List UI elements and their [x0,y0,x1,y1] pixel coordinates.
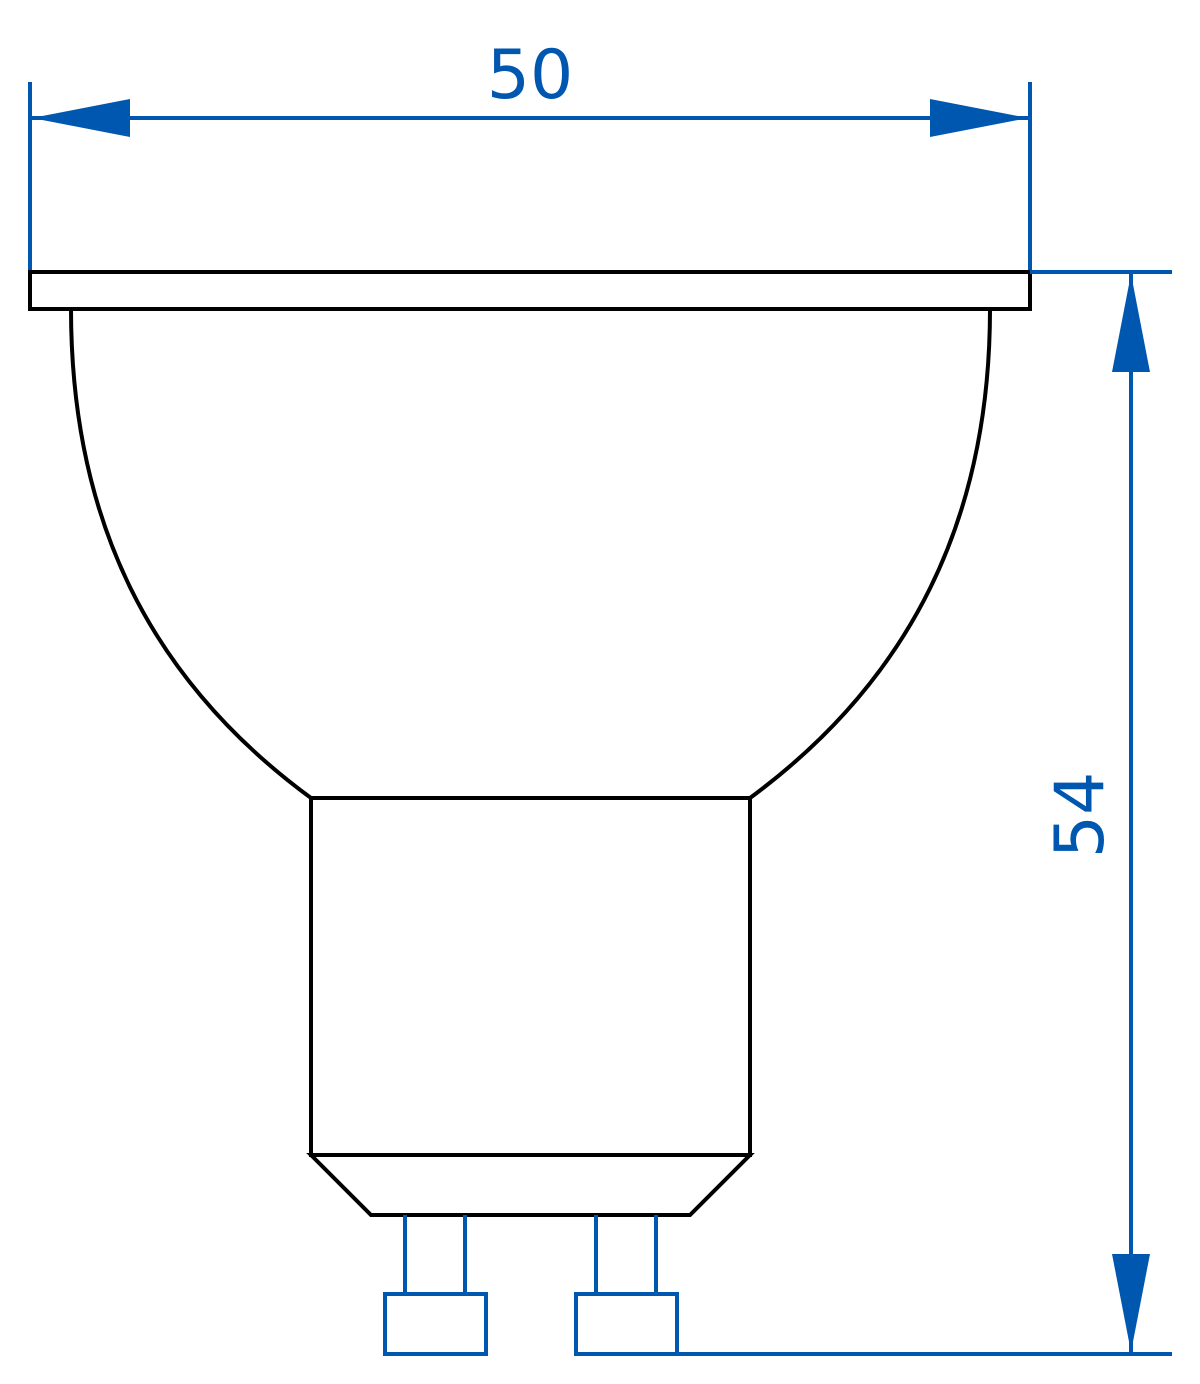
bulb-neck [309,796,752,1157]
pin-right [574,1215,679,1356]
bulb-reflector [69,308,992,800]
pin-left-head [383,1292,488,1356]
height-dimension: 54 [677,270,1172,1356]
arrowhead-right-icon [930,99,1028,137]
width-label: 50 [487,36,574,115]
arrowhead-left-icon [32,99,130,137]
gu10-pins [383,1215,679,1356]
bulb-rim [28,270,1032,311]
bulb-base-cap [306,1153,755,1217]
pin-left [383,1215,488,1356]
arrowhead-top-icon [1112,274,1150,372]
height-label: 54 [1041,772,1120,859]
bulb-outline [28,270,1032,1217]
arrowhead-bottom-icon [1112,1254,1150,1352]
width-dimension: 50 [28,36,1032,270]
pin-right-head [574,1292,679,1356]
